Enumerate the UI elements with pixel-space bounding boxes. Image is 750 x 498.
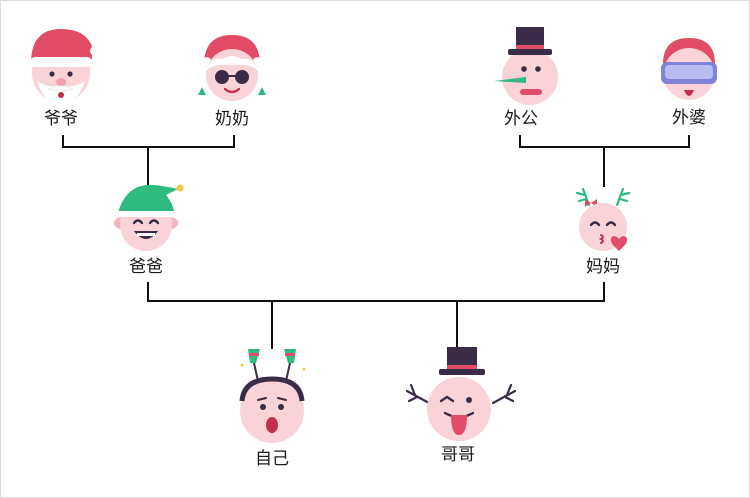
surprised-antlers-face-icon: [239, 349, 306, 443]
label-gege: 哥哥: [441, 445, 475, 465]
snowman-tongue-face-icon: [405, 347, 517, 441]
elf-face-icon: [114, 184, 184, 251]
connector-waigong-waipo: [519, 135, 690, 148]
node-nainai: 奶奶: [177, 31, 287, 129]
santa-claus-face-icon: [30, 29, 100, 104]
snowman-face-icon: [494, 27, 558, 105]
label-waipo: 外婆: [672, 108, 706, 128]
label-nainai: 奶奶: [215, 109, 249, 129]
connector-baba-mama: [147, 282, 605, 302]
connector-yeye-nainai: [62, 135, 235, 148]
mrs-claus-face-icon: [198, 35, 266, 101]
node-ziji: 自己: [217, 345, 327, 469]
label-waigong: 外公: [504, 109, 538, 129]
ski-goggles-face-icon: [661, 38, 717, 100]
label-baba: 爸爸: [129, 257, 163, 277]
node-yeye: 爷爷: [6, 19, 116, 129]
node-gege: 哥哥: [403, 343, 517, 465]
node-baba: 爸爸: [91, 179, 201, 277]
label-yeye: 爷爷: [44, 109, 78, 129]
node-mama: 妈妈: [548, 183, 658, 277]
label-ziji: 自己: [255, 449, 289, 469]
label-mama: 妈妈: [586, 257, 620, 277]
node-waipo: 外婆: [634, 34, 744, 128]
node-waigong: 外公: [466, 21, 576, 129]
reindeer-kiss-face-icon: [575, 187, 631, 251]
